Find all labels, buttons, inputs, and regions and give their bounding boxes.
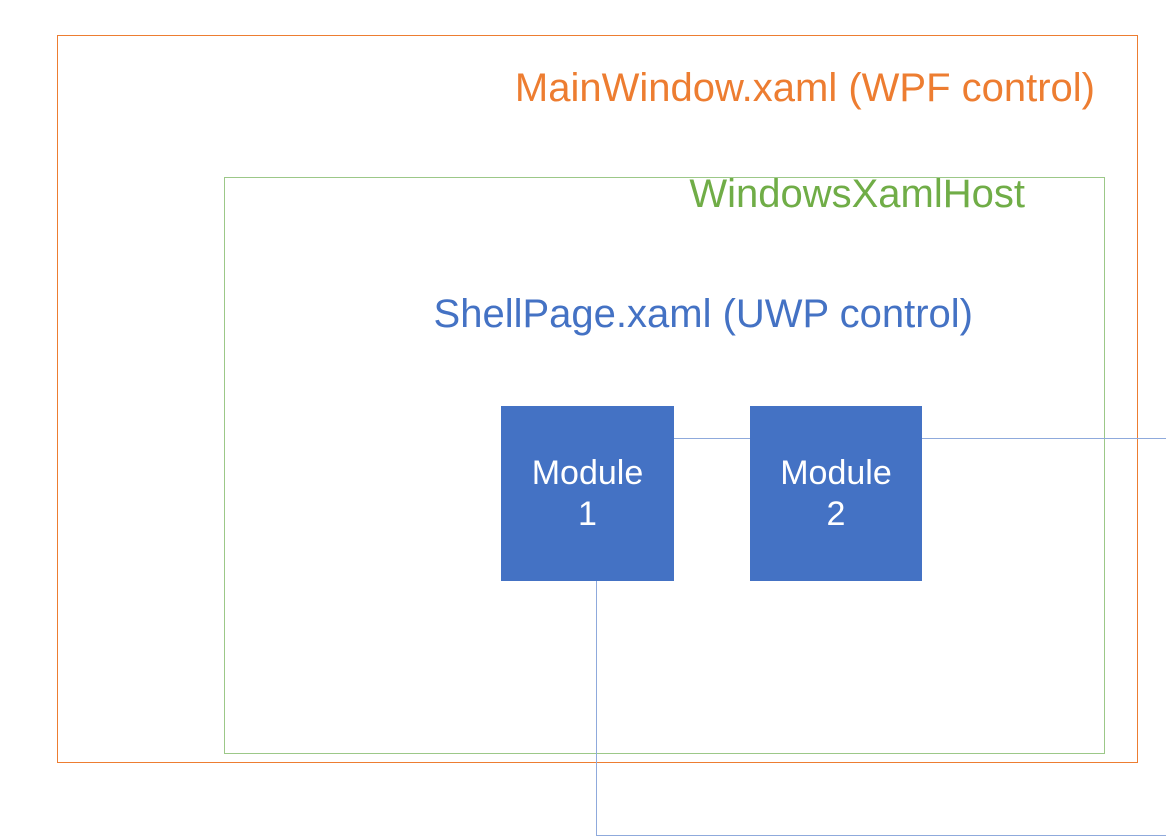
windowsxamlhost-layer-label: WindowsXamlHost: [689, 172, 1025, 216]
module-2-block: Module 2: [750, 406, 922, 581]
wpf-container-box: [57, 35, 1166, 836]
module-2-title: Module: [780, 454, 892, 493]
module-1-number: 1: [578, 494, 597, 533]
diagram-canvas: MainWindow.xaml (WPF control) WindowsXam…: [57, 35, 1166, 836]
wpf-layer-label: MainWindow.xaml (WPF control): [514, 66, 1095, 110]
module-2-number: 2: [826, 494, 846, 533]
module-1-title: Module: [531, 454, 644, 493]
module-1-block: Module 1: [501, 406, 674, 581]
uwp-layer-label: ShellPage.xaml (UWP control): [433, 292, 973, 336]
